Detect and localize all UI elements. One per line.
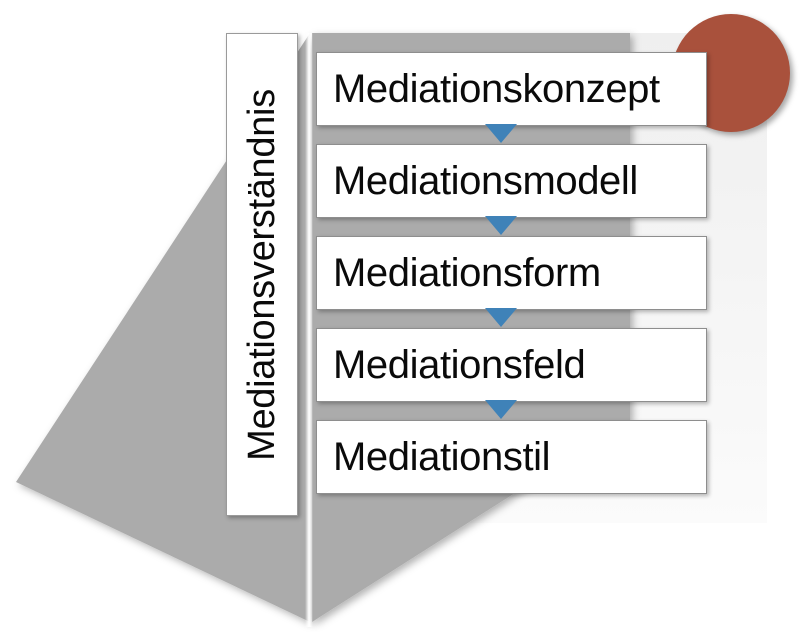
arrow-down-icon-3 <box>485 308 517 327</box>
category-label-box: Mediationsverständnis <box>226 33 298 516</box>
stage-box-mediationsform[interactable]: Mediationsform <box>316 236 707 310</box>
stage-label: Mediationsform <box>333 251 601 295</box>
stage-box-mediationstil[interactable]: Mediationstil <box>316 420 707 494</box>
stage-label: Mediationsfeld <box>333 343 586 387</box>
arrow-down-icon-4 <box>485 400 517 419</box>
stage-label: Mediationskonzept <box>333 67 660 111</box>
arrow-down-icon-2 <box>485 216 517 235</box>
stage-box-mediationskonzept[interactable]: Mediationskonzept <box>316 52 707 126</box>
funnel-seam <box>305 33 313 627</box>
stage-label: Mediationstil <box>333 435 551 479</box>
stage-box-mediationsmodell[interactable]: Mediationsmodell <box>316 144 707 218</box>
stage-box-mediationsfeld[interactable]: Mediationsfeld <box>316 328 707 402</box>
stage-label: Mediationsmodell <box>333 159 638 203</box>
arrow-down-icon-1 <box>485 124 517 143</box>
